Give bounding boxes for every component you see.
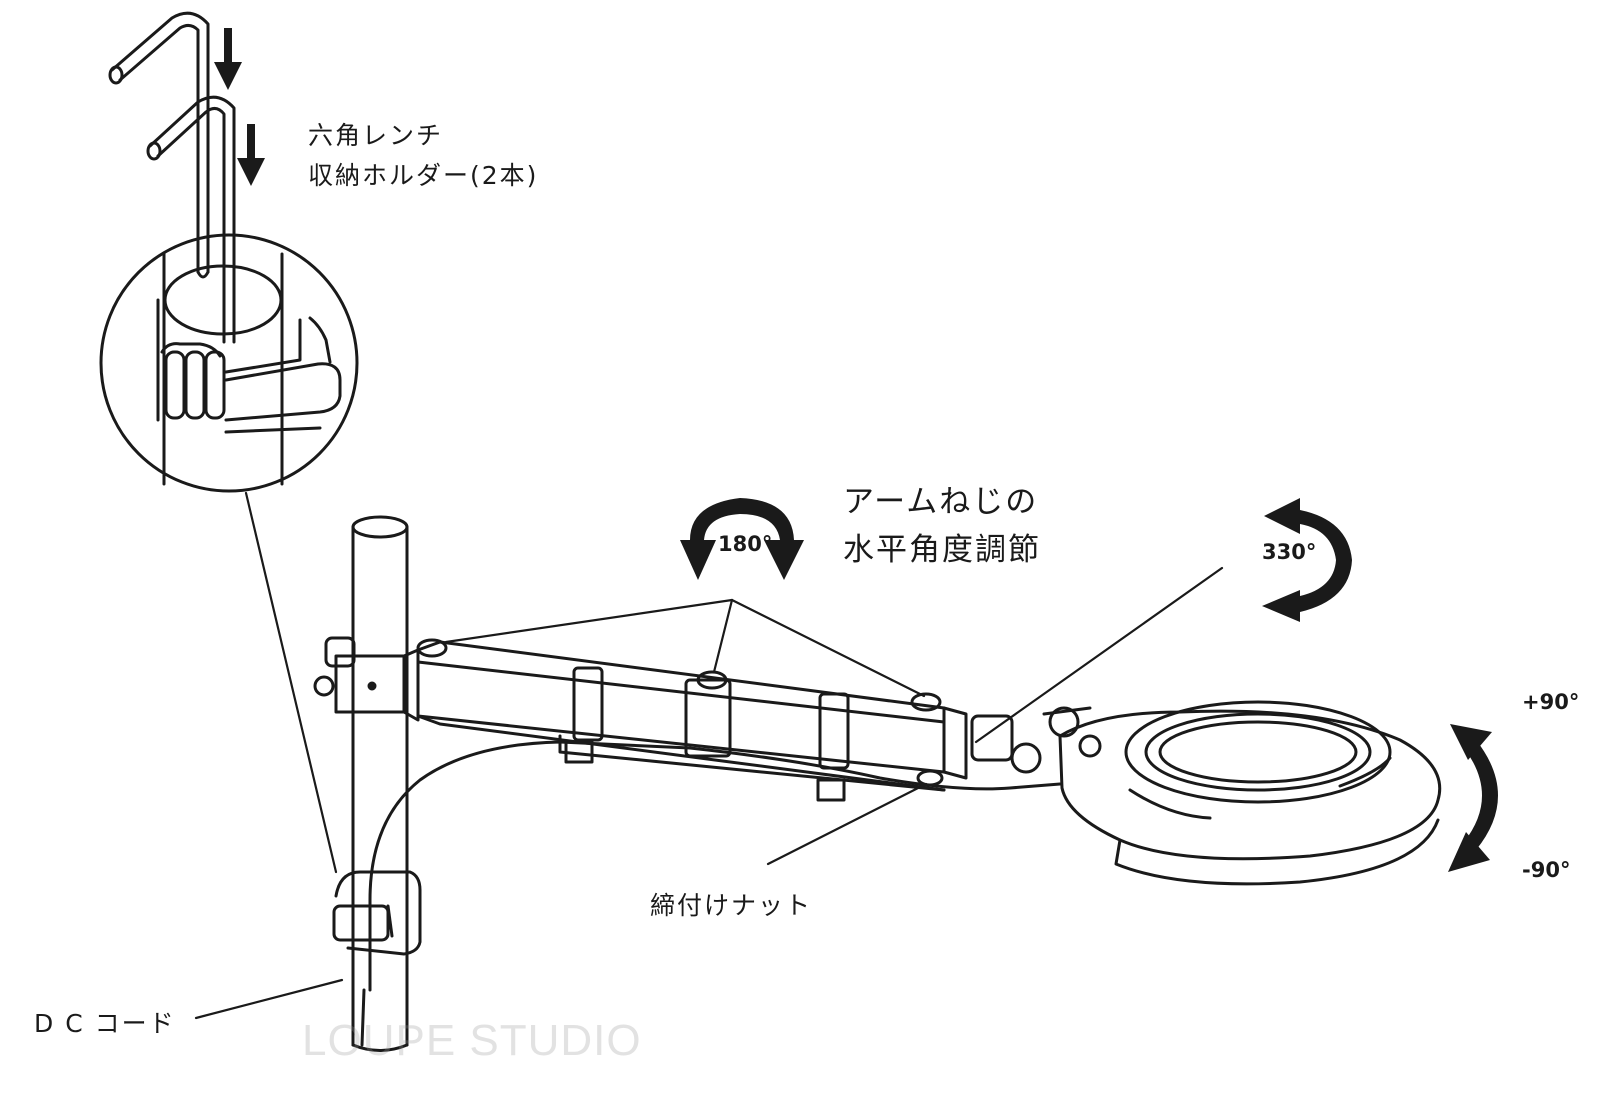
hex-holder-label-line1: 六角レンチ [308, 121, 444, 150]
dc-cord-label: D C コード [34, 1009, 176, 1038]
rotate-330-icon [1262, 498, 1352, 622]
hex-wrench-2 [146, 95, 236, 344]
nut-label: 締付けナット [650, 891, 813, 920]
cord-clip [332, 870, 422, 956]
rotate-180-icon [680, 498, 804, 580]
pole-clamp [313, 636, 420, 722]
arrow-down-icon [214, 28, 265, 186]
magnifier-head [1058, 700, 1442, 886]
arm-screw-label-line1: アームねじの [843, 484, 1039, 520]
tilt-90-icon [1448, 724, 1498, 872]
rotation-180-label: 180° [718, 532, 773, 556]
vertical-pole [351, 515, 409, 1052]
arm [416, 638, 968, 802]
arm-screw-label-line2: 水平角度調節 [843, 532, 1041, 568]
tilt-minus-label: -90° [1522, 858, 1571, 882]
tilt-plus-label: +90° [1522, 690, 1580, 714]
head-joint [970, 706, 1102, 774]
watermark: LOUPE STUDIO [302, 1016, 642, 1065]
rotation-330-label: 330° [1262, 540, 1317, 564]
hex-holder-label-line2: 収納ホルダー(2本) [308, 161, 539, 190]
leader-lines [194, 566, 1224, 1020]
hex-wrench-1 [108, 11, 210, 279]
detail-zoom-circle [99, 233, 359, 493]
